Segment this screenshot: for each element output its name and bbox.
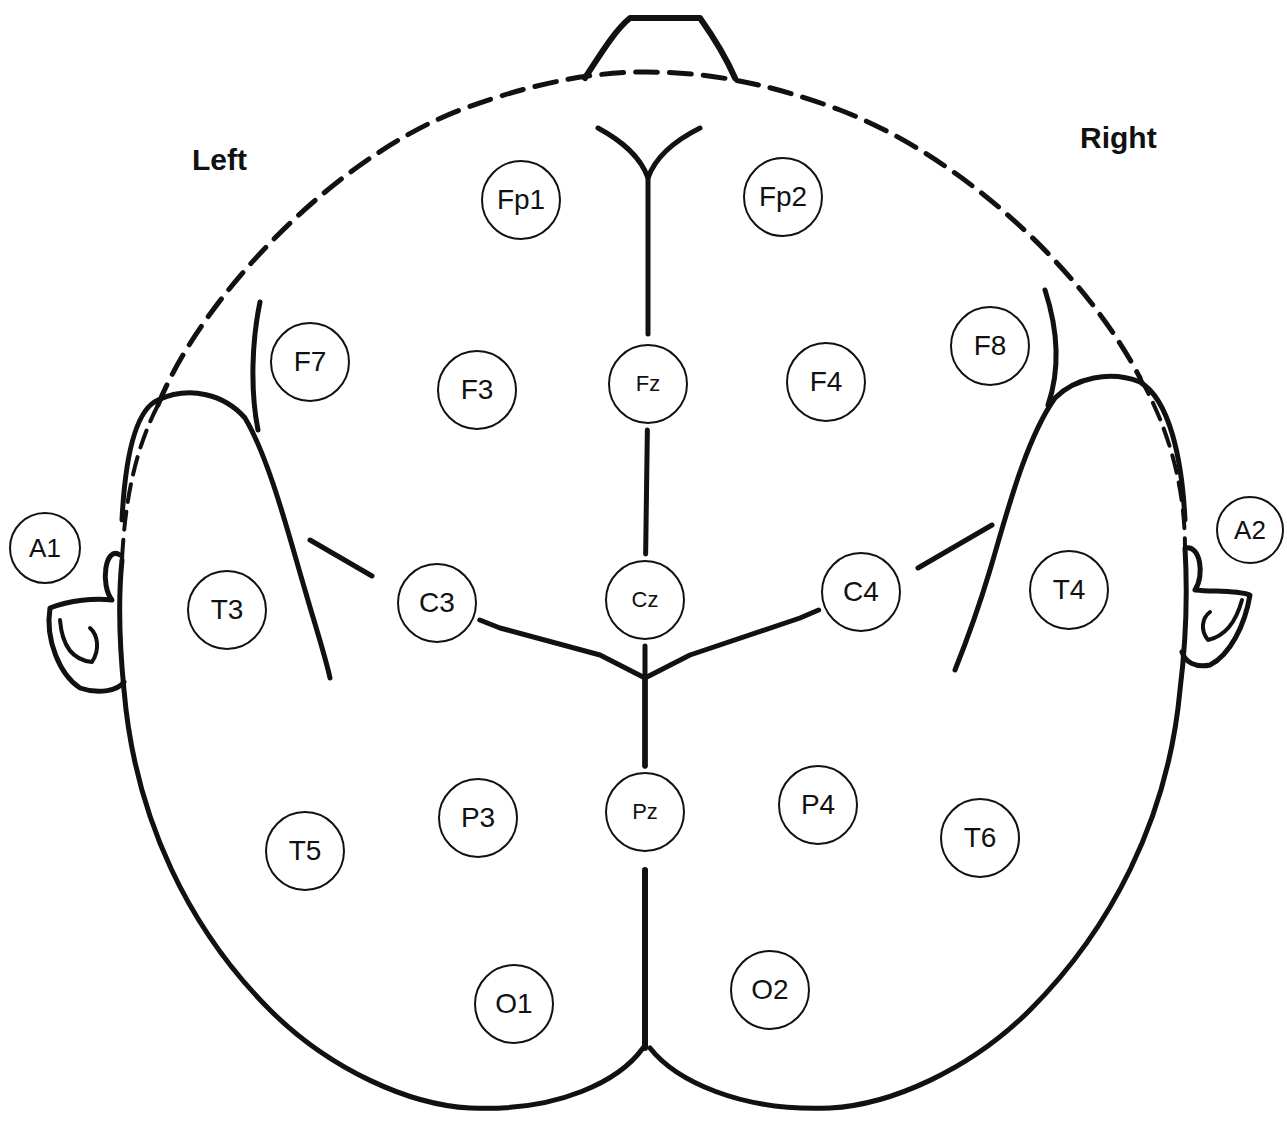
electrode-label: P3 <box>461 804 495 832</box>
electrode-circle: A2 <box>1216 496 1284 564</box>
electrode-label: P4 <box>801 791 835 819</box>
electrode-circle: Pz <box>605 772 685 852</box>
electrode-circle: Fp1 <box>481 160 561 240</box>
electrode-circle: F4 <box>786 342 866 422</box>
electrode-label: F7 <box>294 348 327 376</box>
sylvian-fissure <box>1045 290 1056 405</box>
electrode-label: T3 <box>211 596 244 624</box>
electrode-circle: T5 <box>265 811 345 891</box>
electrode-circle: F3 <box>437 350 517 430</box>
nose-outline <box>585 18 735 78</box>
brain-outline <box>650 548 1186 1108</box>
electrode-circle: P4 <box>778 765 858 845</box>
longitudinal-fissure <box>598 128 700 178</box>
ear-outline <box>1182 548 1250 666</box>
electrode-circle: F8 <box>950 306 1030 386</box>
electrode-label: F4 <box>810 368 843 396</box>
ear-outline <box>60 620 97 662</box>
electrode-label: Fp2 <box>759 183 807 211</box>
side-label: Right <box>1080 123 1157 153</box>
electrode-label: Fz <box>636 373 660 395</box>
electrode-label: Pz <box>632 801 658 823</box>
electrode-label: O1 <box>495 990 532 1018</box>
electrode-circle: T3 <box>187 570 267 650</box>
electrode-label: Cz <box>632 589 659 611</box>
fissure-line <box>646 430 648 554</box>
temporal-lobe-outline <box>955 376 1185 670</box>
fissure-line <box>480 620 645 766</box>
electrode-circle: T6 <box>940 798 1020 878</box>
electrode-label: O2 <box>751 976 788 1004</box>
electrode-circle: O1 <box>474 964 554 1044</box>
central-sulcus <box>918 525 992 568</box>
electrode-label: A1 <box>29 535 61 561</box>
electrode-circle: C3 <box>397 563 477 643</box>
electrode-circle: T4 <box>1029 550 1109 630</box>
electrode-circle: Fp2 <box>743 157 823 237</box>
longitudinal-fissure <box>646 178 651 334</box>
electrode-circle: Fz <box>608 344 688 424</box>
electrode-label: A2 <box>1234 517 1266 543</box>
fissure-line <box>645 610 819 766</box>
electrode-label: C4 <box>843 578 879 606</box>
electrode-label: F8 <box>974 332 1007 360</box>
sylvian-fissure <box>253 302 260 430</box>
electrode-label: T6 <box>964 824 997 852</box>
electrode-label: C3 <box>419 589 455 617</box>
electrode-label: T4 <box>1053 576 1086 604</box>
electrode-circle: C4 <box>821 552 901 632</box>
side-label: Left <box>192 145 247 175</box>
electrode-circle: O2 <box>730 950 810 1030</box>
central-sulcus <box>310 540 372 576</box>
electrode-label: Fp1 <box>497 186 545 214</box>
ear-outline <box>1203 600 1242 640</box>
electrode-circle: F7 <box>270 322 350 402</box>
longitudinal-fissure <box>642 870 648 1048</box>
electrode-circle: P3 <box>438 778 518 858</box>
electrode-label: T5 <box>289 837 322 865</box>
electrode-circle: Cz <box>605 560 685 640</box>
brain-outline <box>120 560 643 1108</box>
electrode-label: F3 <box>461 376 494 404</box>
temporal-lobe-outline <box>122 393 330 678</box>
electrode-circle: A1 <box>9 512 81 584</box>
